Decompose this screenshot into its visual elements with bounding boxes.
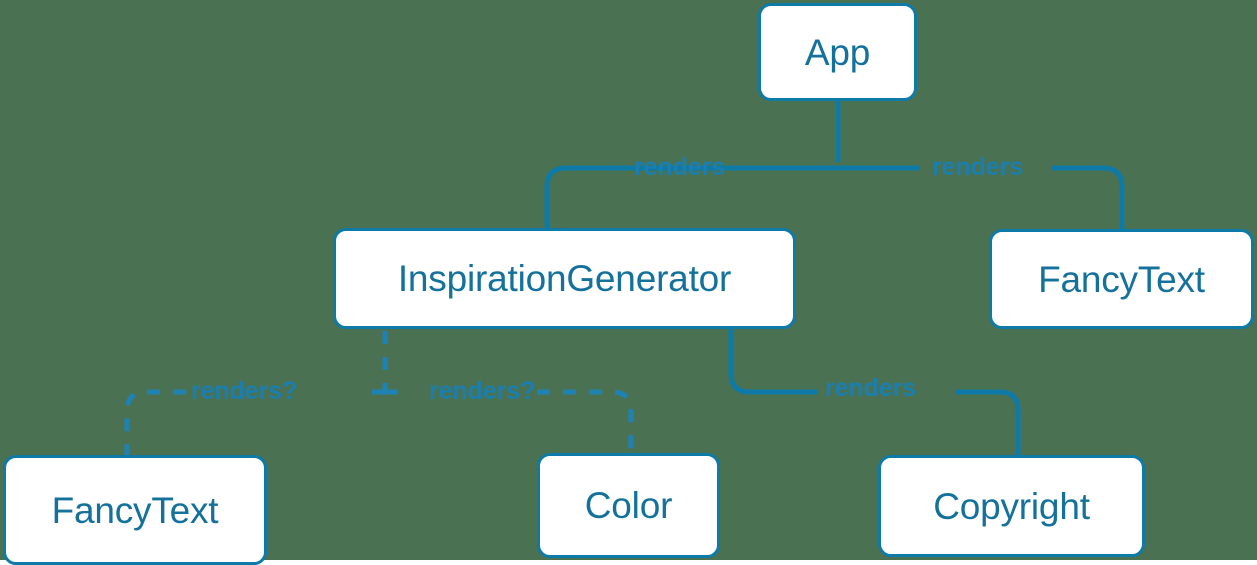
node-app-label: App bbox=[804, 31, 871, 73]
node-inspiration-generator-label: InspirationGenerator bbox=[397, 258, 732, 299]
node-color-label: Color bbox=[584, 485, 673, 526]
edge-app-to-fancytext-right bbox=[838, 165, 1125, 229]
edge-inspiration-to-fancytext-left bbox=[124, 389, 385, 455]
node-color[interactable]: Color bbox=[537, 453, 720, 558]
node-copyright[interactable]: Copyright bbox=[878, 455, 1145, 557]
node-app[interactable]: App bbox=[758, 3, 917, 101]
edge-inspiration-to-color bbox=[385, 389, 634, 453]
edge-app-to-inspiration bbox=[544, 165, 838, 228]
edge-label-inspiration-to-fancytext-left: renders? bbox=[191, 377, 298, 405]
edge-label-inspiration-to-color: renders? bbox=[429, 377, 536, 405]
edge-inspiration-to-copyright bbox=[728, 329, 1021, 455]
node-copyright-label: Copyright bbox=[933, 485, 1090, 527]
edge-label-app-to-fancytext-right: renders bbox=[932, 153, 1024, 181]
node-fancytext-left[interactable]: FancyText bbox=[3, 455, 267, 565]
edge-label-app-to-inspiration: renders bbox=[634, 153, 726, 181]
node-fancytext-right-label: FancyText bbox=[1038, 258, 1205, 300]
edge-label-inspiration-to-copyright: renders bbox=[825, 374, 917, 402]
node-fancytext-right[interactable]: FancyText bbox=[989, 229, 1254, 329]
node-fancytext-left-label: FancyText bbox=[51, 489, 219, 531]
node-inspiration-generator[interactable]: InspirationGenerator bbox=[333, 228, 796, 329]
